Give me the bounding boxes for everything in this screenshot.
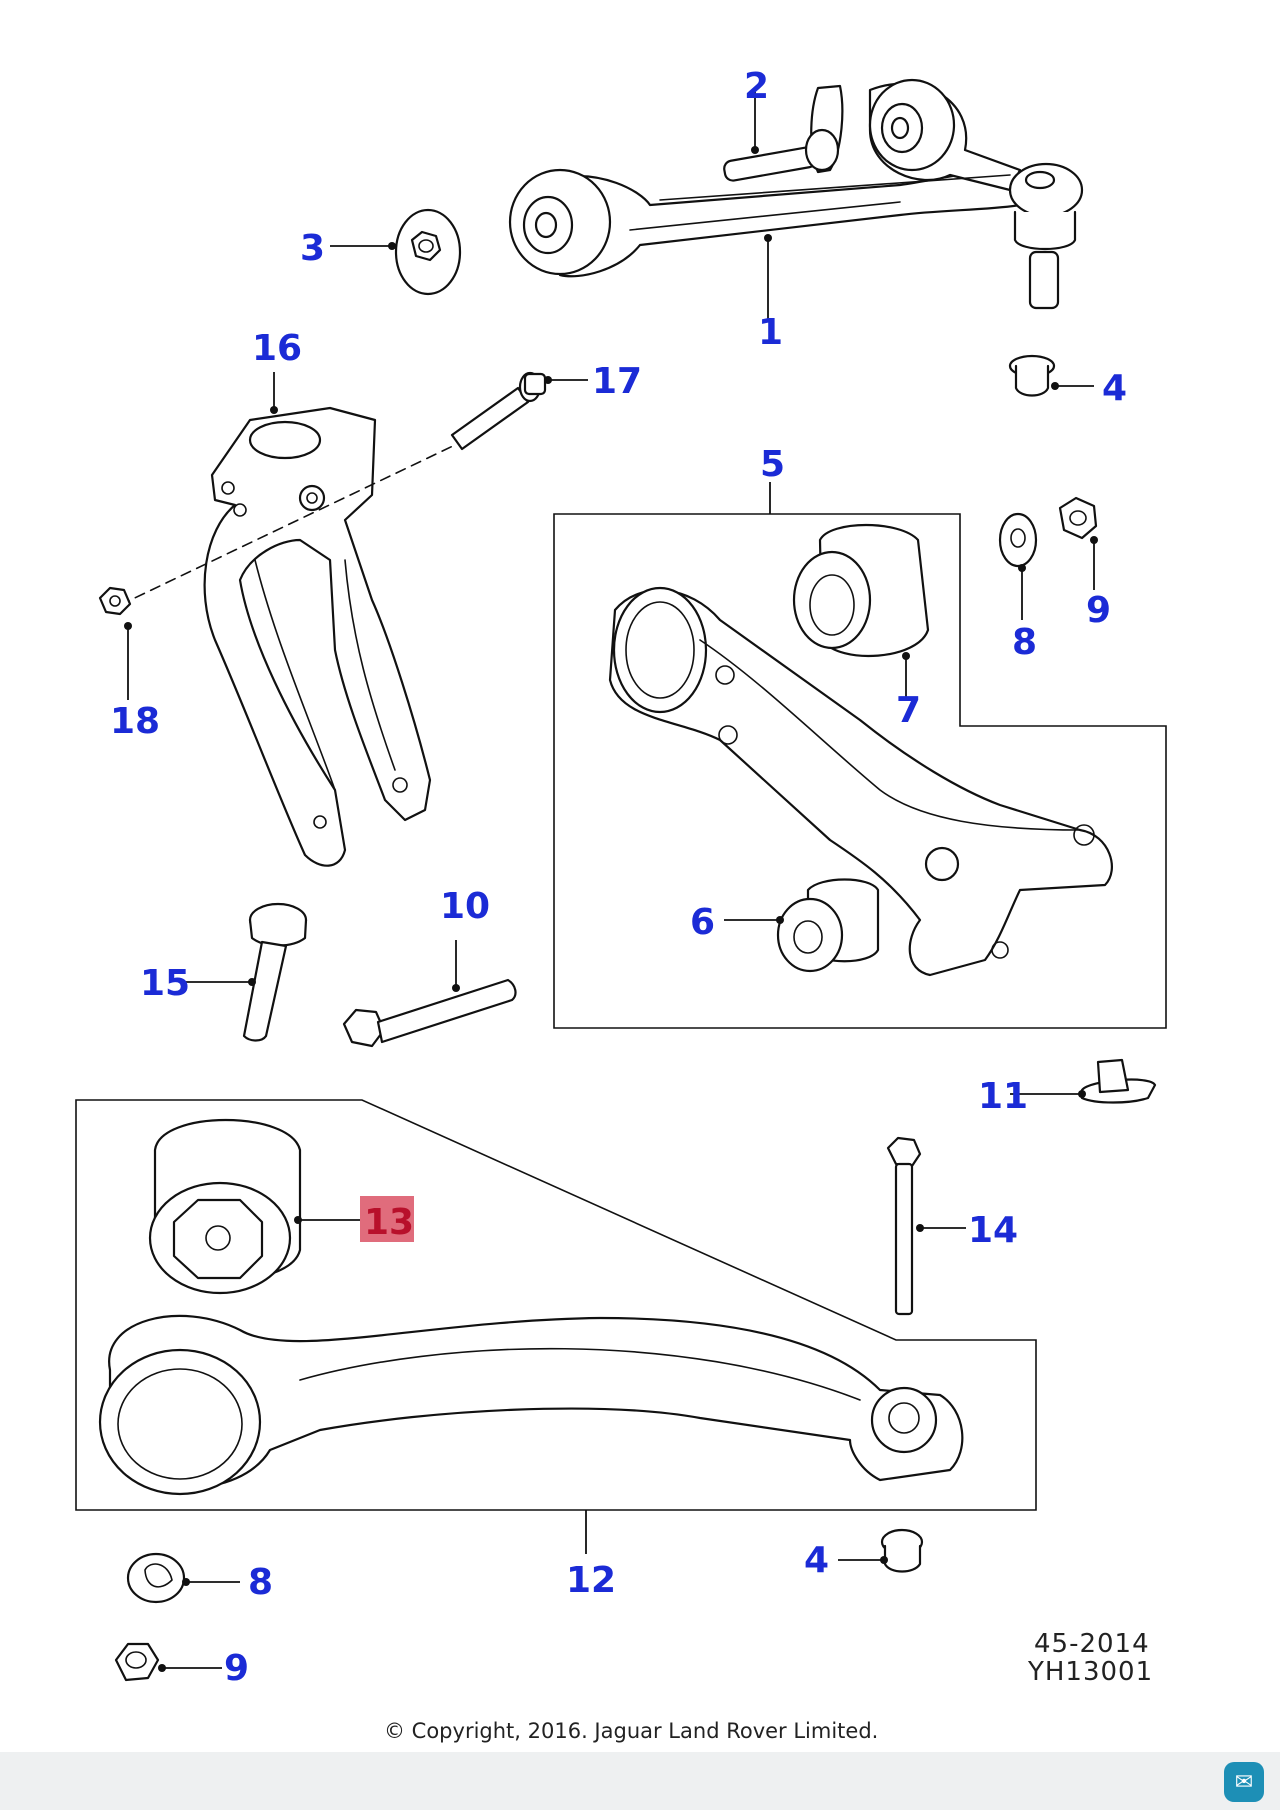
- callout-14: 14: [968, 1210, 1018, 1251]
- bolt-10: [342, 978, 517, 1048]
- callout-6: 6: [690, 902, 715, 943]
- knuckle-bracket: [203, 406, 432, 867]
- nut-18: [98, 586, 132, 616]
- reference-code-line2: YH13001: [1027, 1657, 1153, 1687]
- callout-11: 11: [978, 1076, 1028, 1117]
- callout-9-upper: 9: [1086, 590, 1111, 631]
- callout-8-lower: 8: [248, 1562, 273, 1603]
- callout-18: 18: [110, 701, 160, 742]
- group-box-5: [553, 513, 1167, 1029]
- callout-2: 2: [744, 66, 769, 107]
- callout-10: 10: [440, 886, 490, 927]
- callout-1: 1: [758, 312, 783, 353]
- bottom-bar: [0, 1752, 1280, 1810]
- callout-13: 13: [364, 1202, 414, 1243]
- lower-arm-rear: [98, 1314, 964, 1496]
- bushing-13: [148, 1119, 302, 1295]
- callout-5: 5: [760, 444, 785, 485]
- callout-16: 16: [252, 328, 302, 369]
- callout-7: 7: [896, 690, 921, 731]
- axis-line: [119, 444, 456, 606]
- chat-bubble-icon[interactable]: ✉: [1224, 1762, 1264, 1802]
- callout-4-upper: 4: [1102, 368, 1127, 409]
- group-box-12: [75, 1099, 1037, 1511]
- callout-13-highlight: [360, 1196, 414, 1242]
- bushing-6: [776, 878, 880, 973]
- upper-control-arm: [508, 78, 1084, 310]
- flange-nut-4-lower: [880, 1528, 924, 1573]
- long-bolt: [450, 371, 547, 451]
- flange-nut-11: [1080, 1058, 1157, 1104]
- reference-code-line1: 45-2014: [1034, 1629, 1150, 1659]
- leader-lines: [124, 90, 1098, 1672]
- bolt-15: [242, 902, 308, 1042]
- nut-9-lower: [114, 1642, 160, 1682]
- washer-8-upper: [998, 512, 1038, 568]
- callout-8-upper: 8: [1012, 622, 1037, 663]
- bolt-14: [886, 1136, 922, 1316]
- nut-9-upper: [1058, 496, 1098, 540]
- callout-9-lower: 9: [224, 1648, 249, 1689]
- callout-3: 3: [300, 228, 325, 269]
- washer-8-lower: [126, 1552, 186, 1604]
- callout-17: 17: [592, 361, 642, 402]
- callout-15: 15: [140, 963, 190, 1004]
- lower-arm-front: [608, 586, 1113, 977]
- copyright-notice: © Copyright, 2016. Jaguar Land Rover Lim…: [384, 1719, 878, 1743]
- cam-bolt: [723, 84, 844, 182]
- bushing-7: [792, 524, 930, 658]
- callout-4-lower: 4: [804, 1540, 829, 1581]
- flange-nut-upper: [1008, 354, 1056, 397]
- callout-12: 12: [566, 1560, 616, 1601]
- washer-nut: [394, 208, 462, 296]
